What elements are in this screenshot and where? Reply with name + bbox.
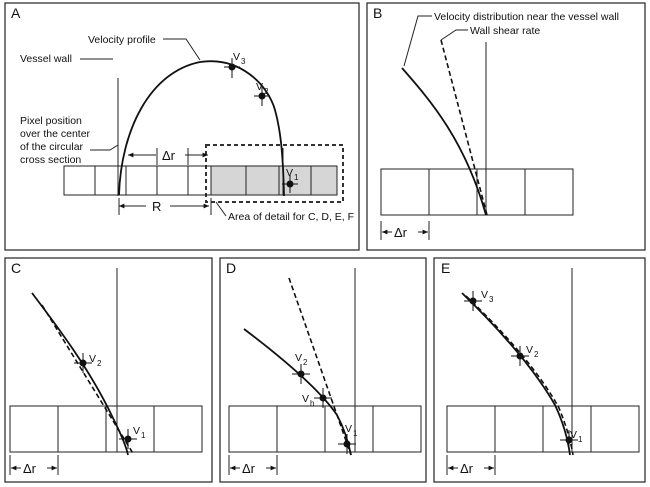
svg-text:Δr: Δr: [460, 461, 474, 476]
delta-r-c: Δr: [9, 455, 59, 476]
panel-d: D V 2 V h V 1: [219, 257, 427, 483]
panel-a: A Vessel wall Velocity profile: [4, 2, 360, 251]
point-v3-a: V 3: [224, 51, 246, 78]
detail-area-outline: [205, 144, 344, 203]
point-v1-e: V 1: [560, 429, 583, 450]
svg-text:V: V: [345, 423, 352, 435]
svg-text:1: 1: [294, 173, 299, 182]
svg-text:V: V: [286, 167, 293, 179]
delta-r-d: Δr: [228, 455, 278, 476]
delta-r-e: Δr: [446, 455, 496, 476]
svg-text:1: 1: [578, 435, 583, 444]
svg-text:Δr: Δr: [394, 225, 408, 240]
wall-shear-rate-line-b: [440, 39, 488, 216]
svg-text:3: 3: [489, 295, 494, 304]
svg-text:cross section: cross section: [20, 154, 81, 166]
pixel-strip-c: [9, 405, 203, 453]
point-v2-d: V 2: [292, 352, 310, 384]
pixel-strip-a: [63, 165, 312, 196]
pixel-position-label: Pixel position over the center of the ci…: [20, 115, 119, 166]
shear-rate-line-c: [41, 304, 135, 456]
velocity-curve-c: [31, 292, 129, 456]
pixel-strip-b: [380, 168, 574, 216]
velocity-profile-leader: [163, 38, 201, 61]
svg-text:Δr: Δr: [23, 461, 37, 476]
point-v1-d: V 1: [338, 423, 358, 454]
svg-text:R: R: [152, 199, 161, 214]
panel-e-frame: [433, 257, 646, 483]
svg-text:Δr: Δr: [242, 461, 256, 476]
panel-e-letter: E: [441, 260, 450, 276]
panel-d-frame: [219, 257, 427, 483]
panel-b-letter: B: [373, 5, 382, 21]
velocity-distribution-leader: [403, 15, 432, 67]
point-v3-e: V 3: [464, 289, 494, 311]
svg-text:V: V: [133, 425, 140, 437]
detail-area-fill: [210, 165, 338, 196]
point-v2-e: V 2: [511, 344, 539, 366]
area-detail-label: Area of detail for C, D, E, F: [228, 211, 354, 223]
panel-a-frame: [4, 2, 360, 251]
velocity-profile-label: Velocity profile: [88, 34, 156, 46]
point-v2-c: V 2: [74, 353, 102, 373]
point-vh-d: V h: [302, 388, 332, 408]
velocity-curve-e: [461, 292, 571, 456]
area-detail-leader: [215, 201, 227, 217]
svg-text:2: 2: [303, 358, 308, 367]
shear-rate-line-d: [288, 277, 352, 456]
pixel-strip-e: [446, 405, 640, 453]
point-v1-c: V 1: [119, 425, 146, 449]
svg-text:V: V: [295, 352, 302, 364]
svg-text:1: 1: [353, 429, 358, 438]
svg-text:V: V: [570, 429, 577, 441]
wall-shear-rate-leader: [440, 29, 468, 41]
svg-text:2: 2: [534, 350, 539, 359]
svg-text:V: V: [256, 81, 263, 93]
svg-text:V: V: [233, 51, 240, 63]
panel-e: E V 3 V 2 V 1: [433, 257, 646, 483]
wall-shear-rate-label: Wall shear rate: [470, 25, 540, 37]
delta-r-b: Δr: [380, 221, 430, 240]
velocity-distribution-curve-b: [401, 67, 487, 216]
svg-text:V: V: [526, 344, 533, 356]
velocity-distribution-label: Velocity distribution near the vessel wa…: [434, 11, 619, 23]
panel-c-letter: C: [11, 260, 21, 276]
radius-r-a: R: [118, 198, 212, 215]
svg-text:h: h: [310, 399, 314, 408]
point-v1-a: V 1: [282, 167, 299, 193]
svg-text:of the circular: of the circular: [20, 141, 84, 153]
svg-text:2: 2: [264, 87, 269, 96]
velocity-curve-d: [243, 328, 352, 456]
svg-text:Δr: Δr: [162, 148, 176, 163]
delta-r-a: Δr: [128, 148, 208, 165]
fit-curve-e: [465, 295, 574, 456]
panel-c: C V 2 V 1 Δr: [4, 257, 213, 483]
pixel-strip-d: [228, 405, 422, 453]
panel-a-letter: A: [11, 5, 21, 21]
point-v2-a: V 2: [254, 81, 270, 106]
svg-text:V: V: [481, 289, 488, 301]
svg-text:V: V: [302, 393, 309, 405]
svg-text:V: V: [89, 353, 96, 365]
panel-b-frame: [366, 2, 646, 251]
svg-text:2: 2: [97, 359, 102, 368]
panel-c-frame: [4, 257, 213, 483]
vessel-wall-label: Vessel wall: [20, 53, 72, 65]
svg-text:over the center: over the center: [20, 128, 91, 140]
panel-d-letter: D: [226, 260, 236, 276]
svg-text:1: 1: [141, 431, 146, 440]
svg-text:3: 3: [241, 57, 246, 66]
svg-text:Pixel position: Pixel position: [20, 115, 82, 127]
panel-b: B Velocity distribution near the vessel …: [366, 2, 646, 251]
